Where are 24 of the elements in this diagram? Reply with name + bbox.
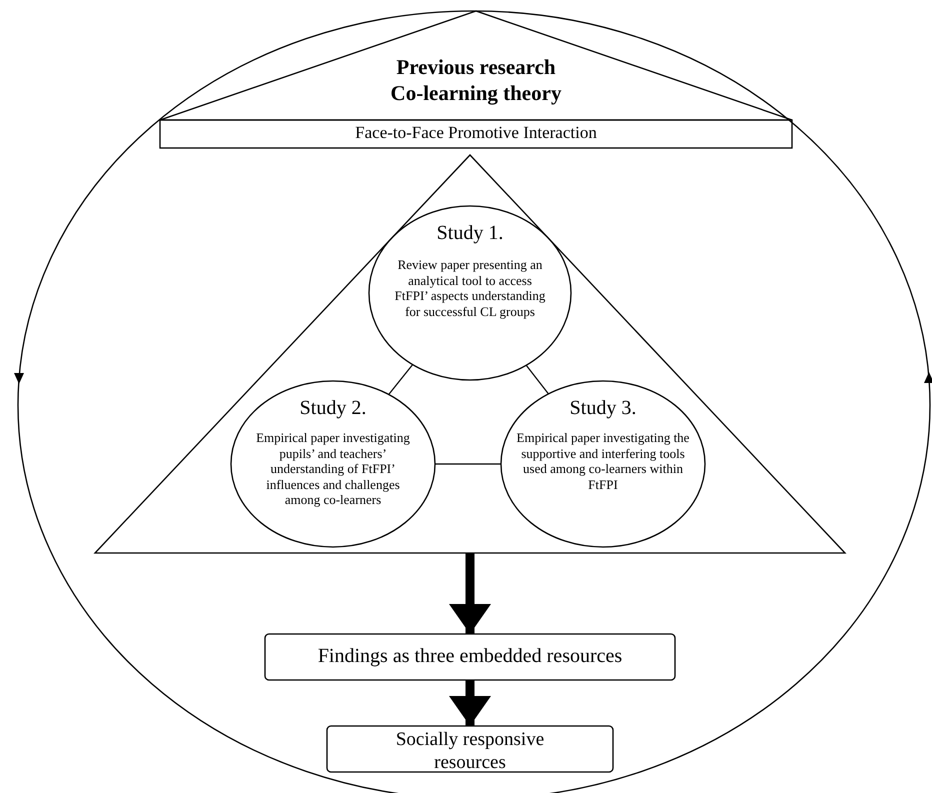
study-description: Review paper presenting an analytical tool to access FtFPI’ aspects understanding for successful CL groups: [394, 257, 546, 320]
arrow: [449, 680, 491, 726]
connector-line: [435, 463, 501, 465]
bar-label: Face-to-Face Promotive Interaction: [354, 123, 598, 144]
study-description: Empirical paper investigating pupils’ and teachers’ understanding of FtFPI’ influences and challenges among co-learners: [255, 430, 411, 508]
heading: Co-learning theory: [390, 81, 562, 106]
study-title: Study 2.: [298, 396, 368, 420]
study-title: Study 1.: [436, 221, 504, 245]
study-circle: [230, 380, 436, 548]
box-label: Findings as three embedded resources: [316, 644, 624, 668]
foundation-bar: [160, 120, 792, 148]
box-label: Socially responsive resources: [394, 729, 546, 775]
study-circle: [500, 380, 706, 548]
connector-line: [388, 364, 414, 395]
roof-triangle: [160, 11, 792, 120]
connector-line: [526, 364, 549, 394]
heading: Previous research: [395, 55, 557, 80]
findings-box: [265, 634, 675, 680]
study-title: Study 3.: [568, 396, 638, 420]
study-triangle: [95, 155, 845, 553]
study-description: Empirical paper investigating the supportive and interfering tools used among co-learners within FtFPI: [516, 430, 690, 492]
study-circle: [368, 205, 572, 381]
arrow: [449, 553, 491, 634]
outcome-box: [327, 726, 613, 772]
